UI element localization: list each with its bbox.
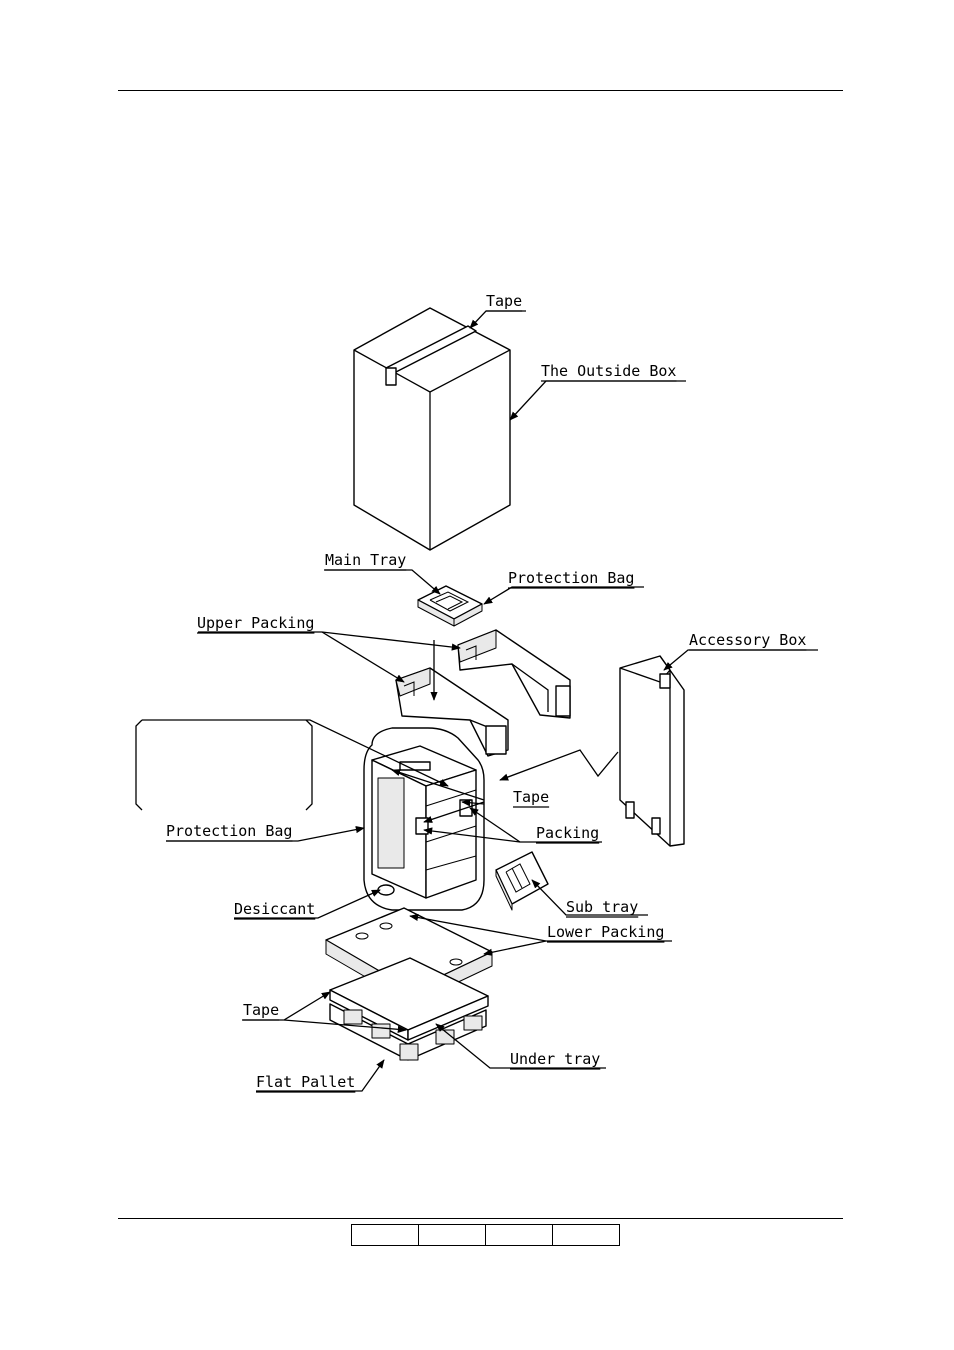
sub-tray-drawing [496, 852, 548, 910]
outside-box-drawing [354, 308, 510, 550]
label-outside-box: The Outside Box [541, 362, 676, 380]
label-protection-bag-small: Protection Bag [508, 569, 634, 587]
label-main-tray: Main Tray [325, 551, 406, 569]
label-desiccant: Desiccant [234, 900, 315, 918]
label-flat-pallet: Flat Pallet [256, 1073, 355, 1091]
footer-cell [418, 1224, 486, 1246]
main-unit-drawing [364, 728, 484, 910]
label-accessory-box: Accessory Box [689, 631, 806, 649]
label-protection-bag-main: Protection Bag [166, 822, 292, 840]
label-packing: Packing [536, 824, 599, 842]
footer-rule [118, 1218, 843, 1219]
footer-cells [352, 1224, 620, 1246]
label-sub-tray: Sub tray [566, 898, 638, 916]
label-tape-middle: Tape [513, 788, 549, 806]
label-tape-top: Tape [486, 292, 522, 310]
note-bracket [136, 720, 312, 810]
label-lower-packing: Lower Packing [547, 923, 664, 941]
accessory-box-drawing [620, 656, 684, 846]
label-tape-bottom: Tape [243, 1001, 279, 1019]
main-tray-drawing [418, 586, 482, 626]
label-under-tray: Under tray [510, 1050, 600, 1068]
label-upper-packing: Upper Packing [197, 614, 314, 632]
footer-cell [351, 1224, 419, 1246]
footer-cell [485, 1224, 553, 1246]
footer-cell [552, 1224, 620, 1246]
